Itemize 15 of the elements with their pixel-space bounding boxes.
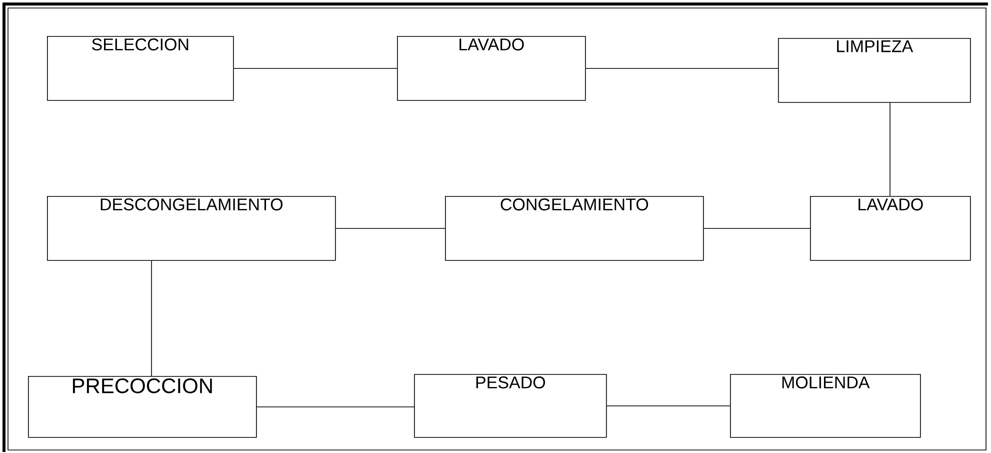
connector-line — [233, 68, 398, 69]
process-box: DESCONGELAMIENTO — [47, 196, 336, 261]
connector-line — [585, 68, 778, 69]
connector-line — [256, 406, 414, 408]
process-box: CONGELAMIENTO — [445, 196, 704, 261]
connector-line — [703, 228, 810, 229]
process-box: SELECCION — [47, 36, 234, 101]
process-box: LIMPIEZA — [778, 38, 971, 103]
process-box: PRECOCCION — [28, 376, 257, 438]
process-box: LAVADO — [810, 196, 971, 261]
connector-line — [151, 260, 152, 376]
process-box: MOLIENDA — [730, 374, 921, 438]
connector-line — [335, 228, 446, 229]
process-box: LAVADO — [397, 36, 586, 101]
process-box: PESADO — [414, 374, 607, 438]
